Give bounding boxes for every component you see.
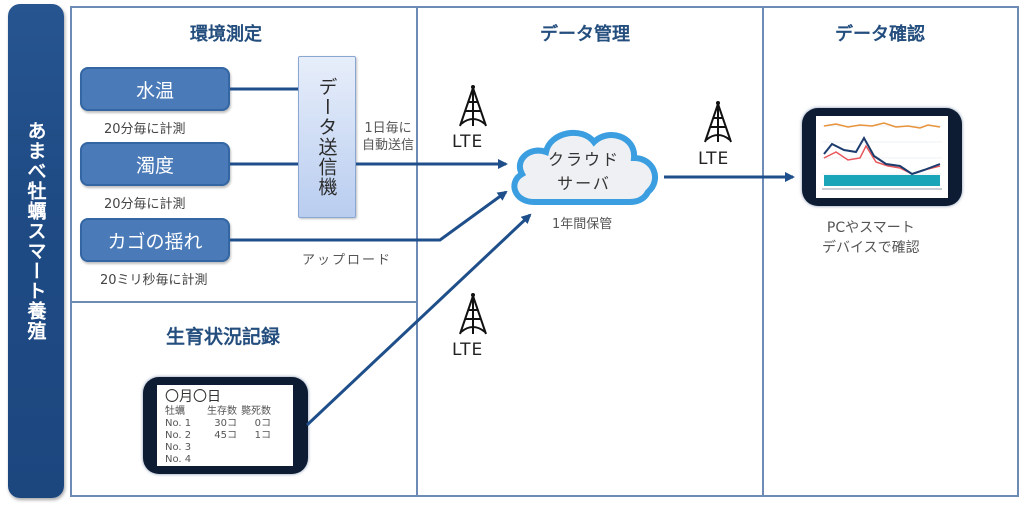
- growth-record-table: 〇月〇日 牡蠣 生存数 斃死数 No. 1 30コ 0コ No. 2 45コ 1…: [165, 388, 271, 466]
- lte-tower-icon: [704, 101, 732, 143]
- mini-chart-line-orange: [823, 122, 941, 129]
- sensor-water-temp: 水温: [80, 67, 230, 111]
- lte-tower-icon: [459, 293, 487, 335]
- environment-title: 環境測定: [190, 24, 262, 45]
- viewing-title: データ確認: [835, 24, 925, 45]
- table-row: No. 2 45コ 1コ: [165, 430, 271, 442]
- header-dead: 斃死数: [241, 406, 271, 417]
- mini-chart-thumbnail: [822, 122, 942, 190]
- header-alive: 生存数: [207, 406, 237, 417]
- sidebar-title: あまべ牡蠣スマート養殖: [24, 121, 47, 341]
- table-row: No. 1 30コ 0コ: [165, 418, 271, 430]
- lte-label: LTE: [698, 149, 730, 169]
- table-row: No. 4: [165, 454, 271, 466]
- auto-send-line2: 自動送信: [362, 138, 415, 153]
- cell: No. 3: [165, 442, 192, 453]
- table-row: No. 3: [165, 442, 271, 454]
- cloud-label-line1: クラウド: [547, 150, 620, 169]
- cloud-server-label: クラウド サーバ: [504, 148, 664, 196]
- sidebar-title-bar: あまべ牡蠣スマート養殖: [8, 4, 64, 498]
- cloud-icon: [511, 130, 658, 205]
- cloud-label-line2: サーバ: [557, 174, 611, 193]
- mini-chart-area: [824, 175, 940, 186]
- retention-label: 1年間保管: [552, 217, 613, 232]
- sensor-label: 水温: [135, 79, 174, 102]
- viewing-caption: PCやスマート デバイスで確認: [822, 218, 920, 258]
- monitor-device: [802, 108, 962, 206]
- transmitter-label: データ送信機: [315, 77, 338, 197]
- auto-send-label: 1日毎に 自動送信: [362, 120, 414, 154]
- auto-send-line1: 1日毎に: [364, 121, 412, 136]
- cell: No. 1: [165, 418, 192, 429]
- cell: 30コ: [214, 418, 237, 429]
- caption-line1: PCやスマート: [826, 220, 915, 236]
- tablet-screen: 〇月〇日 牡蠣 生存数 斃死数 No. 1 30コ 0コ No. 2 45コ 1…: [157, 385, 293, 466]
- sensor-label: 濁度: [135, 154, 174, 177]
- cell: 45コ: [214, 430, 237, 441]
- growth-title: 生育状況記録: [166, 326, 281, 348]
- table-header: 牡蠣 生存数 斃死数: [165, 406, 271, 418]
- lte-label: LTE: [452, 132, 484, 152]
- sensor-turbidity: 濁度: [80, 142, 230, 186]
- cell: 1コ: [254, 430, 271, 441]
- tablet-device: 〇月〇日 牡蠣 生存数 斃死数 No. 1 30コ 0コ No. 2 45コ 1…: [143, 377, 308, 474]
- cell: 0コ: [254, 418, 271, 429]
- sensor-note: 20ミリ秒毎に計測: [100, 273, 208, 288]
- record-date: 〇月〇日: [165, 389, 221, 405]
- lte-label: LTE: [452, 340, 484, 360]
- sensor-note: 20分毎に計測: [104, 122, 186, 137]
- sensor-label: カゴの揺れ: [107, 230, 203, 253]
- header-oyster: 牡蠣: [165, 406, 185, 417]
- cell: No. 4: [165, 454, 192, 465]
- management-section: [416, 6, 764, 497]
- mini-chart-line-navy: [823, 135, 941, 176]
- viewing-section: [762, 6, 1019, 497]
- sensor-note: 20分毎に計測: [104, 197, 186, 212]
- sensor-basket-sway: カゴの揺れ: [80, 218, 230, 262]
- lte-tower-icon: [459, 85, 487, 127]
- cell: No. 2: [165, 430, 192, 441]
- data-transmitter: データ送信機: [298, 56, 356, 218]
- upload-label: アップロード: [302, 253, 393, 268]
- caption-line2: デバイスで確認: [822, 240, 920, 256]
- monitor-screen: [816, 116, 948, 198]
- management-title: データ管理: [540, 24, 630, 45]
- mini-chart-axis: [822, 188, 942, 190]
